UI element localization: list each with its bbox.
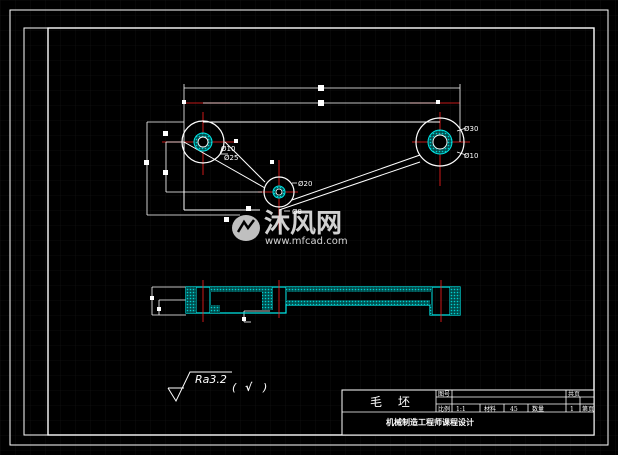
section-hatching	[186, 287, 460, 315]
dim-label-d25-left: Ø25	[224, 154, 238, 162]
section-centerlines	[202, 280, 442, 322]
section-dimensions	[151, 286, 270, 323]
material-label: 材料	[484, 405, 496, 413]
title-block: 毛 坯 图号 比例 1:1 材料 45 数量 1 共页 第页 机械制造工程师课程…	[341, 389, 595, 436]
section-view	[150, 280, 461, 323]
quantity-value: 1	[570, 406, 574, 413]
roughness-value: Ra3.2	[195, 373, 227, 386]
roughness-symbol: Ra3.2 ( √ )	[167, 371, 267, 403]
drawing-no-label: 图号	[438, 391, 450, 398]
dim-label-d30-right: Ø30	[464, 125, 478, 133]
material-value: 45	[510, 406, 518, 413]
section-arrows	[150, 296, 246, 321]
right-boss	[415, 117, 465, 167]
watermark-url: www.mfcad.com	[265, 236, 348, 247]
outer-border	[9, 9, 609, 446]
dimension-arrows	[144, 85, 440, 222]
watermark-logo-icon	[232, 215, 260, 241]
roughness-paren-open: (	[232, 381, 237, 394]
sheets-label: 共页	[568, 390, 580, 398]
left-boss	[181, 120, 225, 164]
part-name: 毛 坯	[370, 395, 416, 409]
watermark-brand: 沐风网	[264, 209, 342, 239]
dim-label-d10-right: Ø10	[464, 152, 478, 160]
watermark: 沐风网 www.mfcad.com	[232, 209, 348, 247]
roughness-check: √	[245, 381, 253, 394]
dim-label-d20-mid: Ø20	[298, 180, 312, 188]
scale-value: 1:1	[456, 406, 466, 413]
scale-label: 比例	[438, 405, 450, 413]
dim-label-d10-left: Ø10	[221, 145, 235, 153]
sheet-label: 第页	[582, 405, 594, 413]
quantity-label: 数量	[532, 405, 544, 413]
dim-label-d8-mid: Ø8	[292, 208, 302, 216]
top-view: Ø10 Ø25 Ø20 Ø8 Ø30 Ø10	[144, 84, 478, 230]
course-title: 机械制造工程师课程设计	[386, 417, 474, 427]
inner-frame	[47, 27, 595, 436]
middle-boss	[263, 176, 295, 208]
roughness-paren-close: )	[262, 381, 267, 394]
